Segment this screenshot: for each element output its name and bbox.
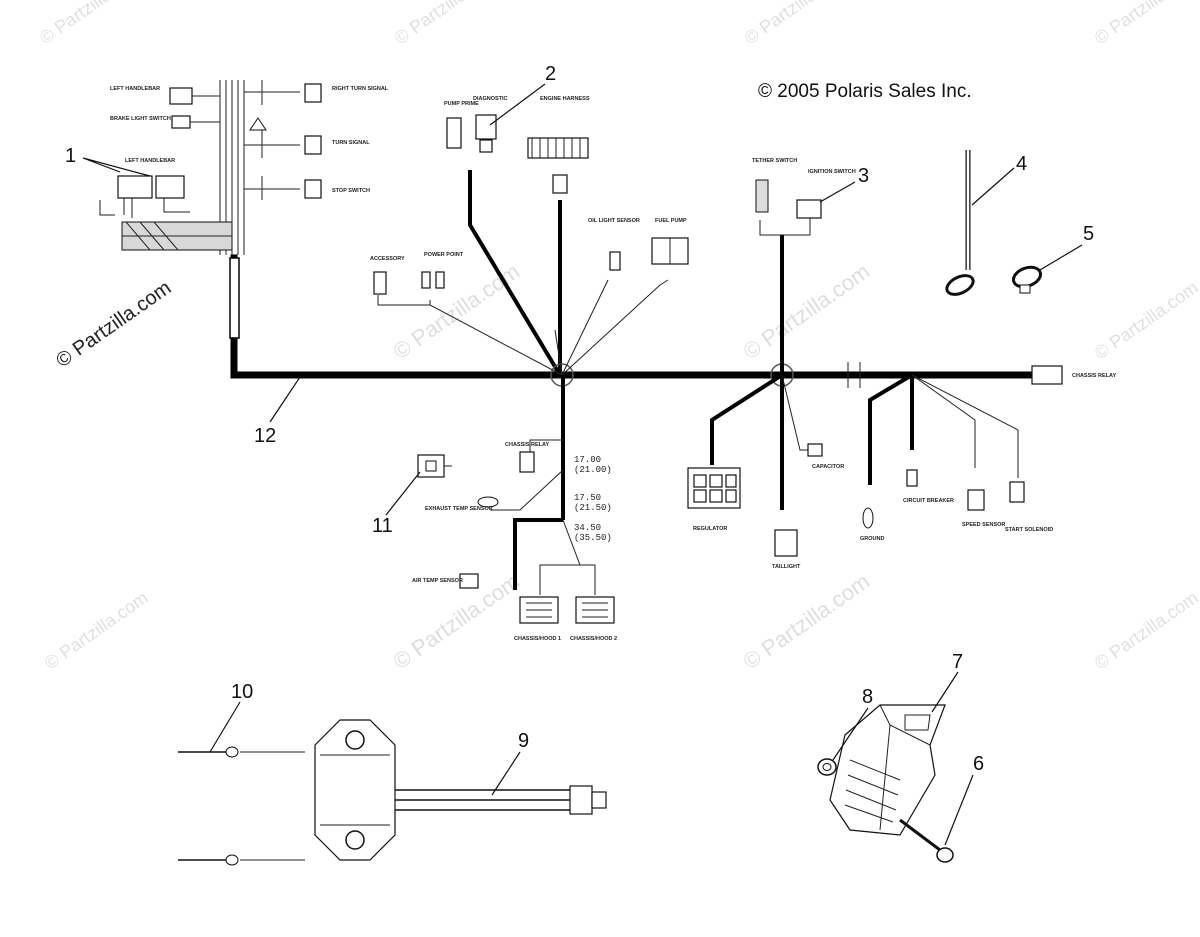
callout-11: 11	[372, 515, 393, 537]
watermark: © Partzilla.com	[1091, 587, 1200, 673]
callout-7: 7	[952, 651, 963, 673]
label-taillight: TAILLIGHT	[772, 564, 801, 570]
callouts: 1 2 3 4 5 6 7 8 9 10 11 12	[65, 63, 1094, 846]
watermarks: © Partzilla.com © Partzilla.com © Partzi…	[36, 0, 1200, 674]
dim-21-00: (21.00)	[574, 465, 612, 475]
label-pump-prime: PUMP PRIME	[444, 101, 479, 107]
label-ignition-switch: IGNITION SWITCH	[808, 169, 856, 175]
watermark: © Partzilla.com	[739, 259, 875, 365]
components: PUMP PRIME DIAGNOSTIC ENGINE HARNESS OIL…	[370, 96, 1116, 642]
label-power-point: POWER POINT	[424, 252, 464, 258]
callout-4: 4	[1016, 153, 1027, 175]
label-ground: GROUND	[860, 536, 884, 542]
label-chassis-hood-1: CHASSIS/HOOD 1	[514, 636, 561, 642]
watermark: © Partzilla.com	[739, 569, 875, 675]
dim-21-50: (21.50)	[574, 503, 612, 513]
label-chassis-relay-right: CHASSIS RELAY	[1072, 373, 1116, 379]
label-engine-harness: ENGINE HARNESS	[540, 96, 590, 102]
callout-8: 8	[862, 686, 873, 708]
cdi-module-part-9	[314, 719, 607, 861]
regulator-part-7	[829, 704, 946, 836]
watermark-dark: © Partzilla.com	[52, 277, 175, 372]
callout-3: 3	[858, 165, 869, 187]
label-speed-sensor: SPEED SENSOR	[962, 522, 1005, 528]
label-exhaust-temp-sensor: EXHAUST TEMP SENSOR	[425, 506, 493, 512]
label-oil-light-sensor: OIL LIGHT SENSOR	[588, 218, 640, 224]
watermark: © Partzilla.com	[36, 0, 147, 48]
label-left-handlebar-top: LEFT HANDLEBAR	[110, 86, 160, 92]
dim-17-50: 17.50	[574, 493, 601, 503]
callout-2: 2	[545, 63, 556, 85]
label-capacitor: CAPACITOR	[812, 464, 844, 470]
bolt-part-6	[899, 818, 954, 863]
copyright-text: © 2005 Polaris Sales Inc.	[758, 81, 972, 102]
label-diagnostic: DIAGNOSTIC	[473, 96, 508, 102]
label-left-handlebar: LEFT HANDLEBAR	[125, 158, 175, 164]
callout-5: 5	[1083, 223, 1094, 245]
watermark: © Partzilla.com	[391, 0, 502, 48]
cable-tie-part-4	[945, 150, 975, 296]
watermark: © Partzilla.com	[389, 569, 525, 675]
dim-17-00: 17.00	[574, 455, 601, 465]
dim-35-50: (35.50)	[574, 533, 612, 543]
main-harness	[229, 170, 1034, 595]
watermark: © Partzilla.com	[1091, 277, 1200, 363]
relay-part-11	[417, 454, 452, 478]
clip-part-5	[1011, 265, 1043, 294]
label-stop-switch: STOP SWITCH	[332, 188, 370, 194]
label-accessory: ACCESSORY	[370, 256, 405, 262]
callout-10: 10	[231, 681, 253, 703]
label-chassis-relay-left: CHASSIS RELAY	[505, 442, 549, 448]
callout-12: 12	[254, 425, 276, 447]
callout-6: 6	[973, 753, 984, 775]
label-circuit-breaker: CIRCUIT BREAKER	[903, 498, 954, 504]
callout-1: 1	[65, 145, 76, 167]
label-start-solenoid: START SOLENOID	[1005, 527, 1053, 533]
label-tether-switch: TETHER SWITCH	[752, 158, 797, 164]
label-turn-signal: TURN SIGNAL	[332, 140, 370, 146]
label-regulator: REGULATOR	[693, 526, 727, 532]
watermark: © Partzilla.com	[741, 0, 852, 48]
callout-9: 9	[518, 730, 529, 752]
label-right-turn-signal: RIGHT TURN SIGNAL	[332, 86, 389, 92]
label-chassis-hood-2: CHASSIS/HOOD 2	[570, 636, 617, 642]
label-air-temp-sensor: AIR TEMP SENSOR	[412, 578, 463, 584]
watermark: © Partzilla.com	[1091, 0, 1200, 48]
nut-part-8	[817, 758, 837, 776]
dim-34-50: 34.50	[574, 523, 601, 533]
left-handlebar-subharness: LEFT HANDLEBAR BRAKE LIGHT SWITCH LEFT H…	[99, 80, 389, 255]
watermark: © Partzilla.com	[389, 259, 525, 365]
label-brake-light-switch: BRAKE LIGHT SWITCH	[110, 116, 171, 122]
rivets-part-10	[178, 746, 305, 866]
watermark: © Partzilla.com	[41, 587, 152, 673]
label-fuel-pump: FUEL PUMP	[655, 218, 687, 224]
